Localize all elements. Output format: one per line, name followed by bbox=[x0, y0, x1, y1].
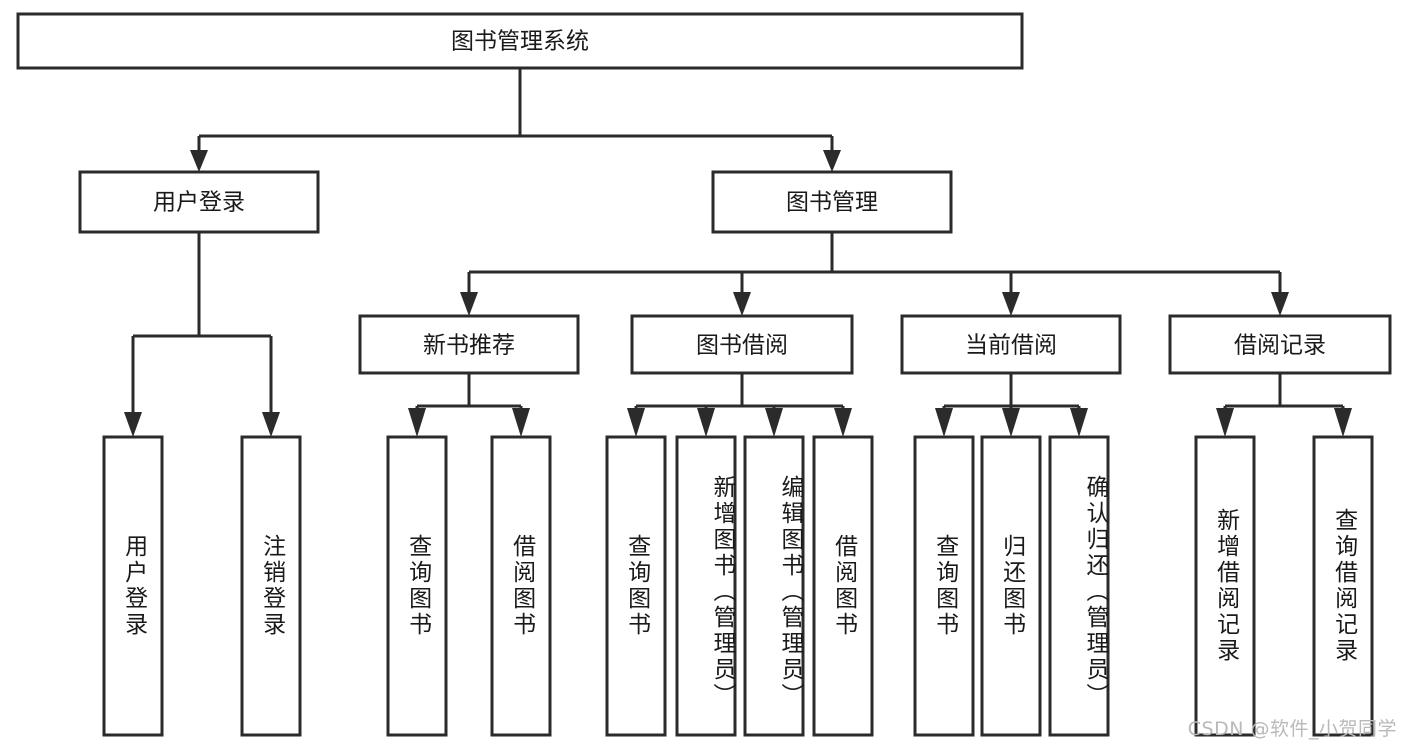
leaf-box-bookborrow-2[interactable] bbox=[675, 435, 737, 737]
leaf-box-bookborrow-3[interactable] bbox=[743, 435, 805, 737]
node-borrow-record[interactable]: 借阅记录 bbox=[1168, 314, 1392, 375]
leaf-box-currentborrow-2[interactable] bbox=[980, 435, 1042, 737]
leaf-box-currentborrow-1[interactable] bbox=[913, 435, 975, 737]
leaf-label-borrowrecord-2: 查询借阅记录 bbox=[1330, 508, 1357, 664]
node-borrow-record-label: 借阅记录 bbox=[1234, 333, 1326, 359]
leaf-box-currentborrow-3[interactable] bbox=[1048, 435, 1110, 737]
leaf-label-user-login-1: 用户登录 bbox=[120, 534, 147, 638]
node-book-borrow[interactable]: 图书借阅 bbox=[630, 314, 854, 375]
node-new-book-recommend-label: 新书推荐 bbox=[423, 333, 515, 359]
node-root[interactable]: 图书管理系统 bbox=[16, 12, 1024, 70]
connector-bookmgmt-to-level3 bbox=[460, 232, 1289, 316]
node-book-management-label: 图书管理 bbox=[786, 190, 878, 216]
leaf-box-borrowrecord-2[interactable] bbox=[1312, 435, 1374, 737]
node-user-login[interactable]: 用户登录 bbox=[78, 170, 320, 234]
leaf-label-newbook-2: 借阅图书 bbox=[508, 534, 535, 638]
leaf-box-borrowrecord-1[interactable] bbox=[1194, 435, 1256, 737]
connector-userlogin-to-leaves bbox=[124, 232, 280, 437]
leaf-label-currentborrow-3: 确认归还（管理员） bbox=[1082, 475, 1108, 709]
leaf-box-newbook-2[interactable] bbox=[490, 435, 552, 737]
node-book-borrow-label: 图书借阅 bbox=[696, 333, 788, 359]
leaf-box-bookborrow-4[interactable] bbox=[812, 435, 874, 737]
node-new-book-recommend[interactable]: 新书推荐 bbox=[358, 314, 580, 375]
node-current-borrow-label: 当前借阅 bbox=[965, 333, 1057, 359]
connector-root-to-level2 bbox=[190, 68, 841, 172]
csdn-watermark: CSDN @软件_小贺同学 bbox=[1187, 718, 1397, 740]
leaf-label-bookborrow-4: 借阅图书 bbox=[830, 534, 857, 638]
leaf-label-user-login-2: 注销登录 bbox=[258, 534, 285, 638]
connector-currentborrow-to-leaves bbox=[935, 373, 1088, 437]
leaf-label-newbook-1: 查询图书 bbox=[404, 534, 431, 638]
connector-newbook-to-leaves bbox=[408, 373, 530, 437]
leaf-label-bookborrow-3: 编辑图书（管理员） bbox=[777, 475, 803, 709]
node-user-login-label: 用户登录 bbox=[153, 190, 245, 216]
leaf-box-user-login-1[interactable] bbox=[102, 435, 164, 737]
leaf-label-bookborrow-2: 新增图书（管理员） bbox=[709, 475, 735, 709]
leaf-label-bookborrow-1: 查询图书 bbox=[623, 534, 650, 638]
leaf-box-newbook-1[interactable] bbox=[386, 435, 448, 737]
node-book-management[interactable]: 图书管理 bbox=[711, 170, 953, 234]
leaf-label-borrowrecord-1: 新增借阅记录 bbox=[1212, 508, 1239, 664]
leaf-box-user-login-2[interactable] bbox=[240, 435, 302, 737]
leaf-label-currentborrow-2: 归还图书 bbox=[998, 534, 1025, 638]
leaf-label-currentborrow-1: 查询图书 bbox=[931, 534, 958, 638]
connector-borrowrecord-to-leaves bbox=[1216, 373, 1352, 437]
node-current-borrow[interactable]: 当前借阅 bbox=[900, 314, 1122, 375]
connector-bookborrow-to-leaves bbox=[627, 373, 852, 437]
leaf-box-bookborrow-1[interactable] bbox=[605, 435, 667, 737]
node-root-label: 图书管理系统 bbox=[451, 29, 589, 55]
